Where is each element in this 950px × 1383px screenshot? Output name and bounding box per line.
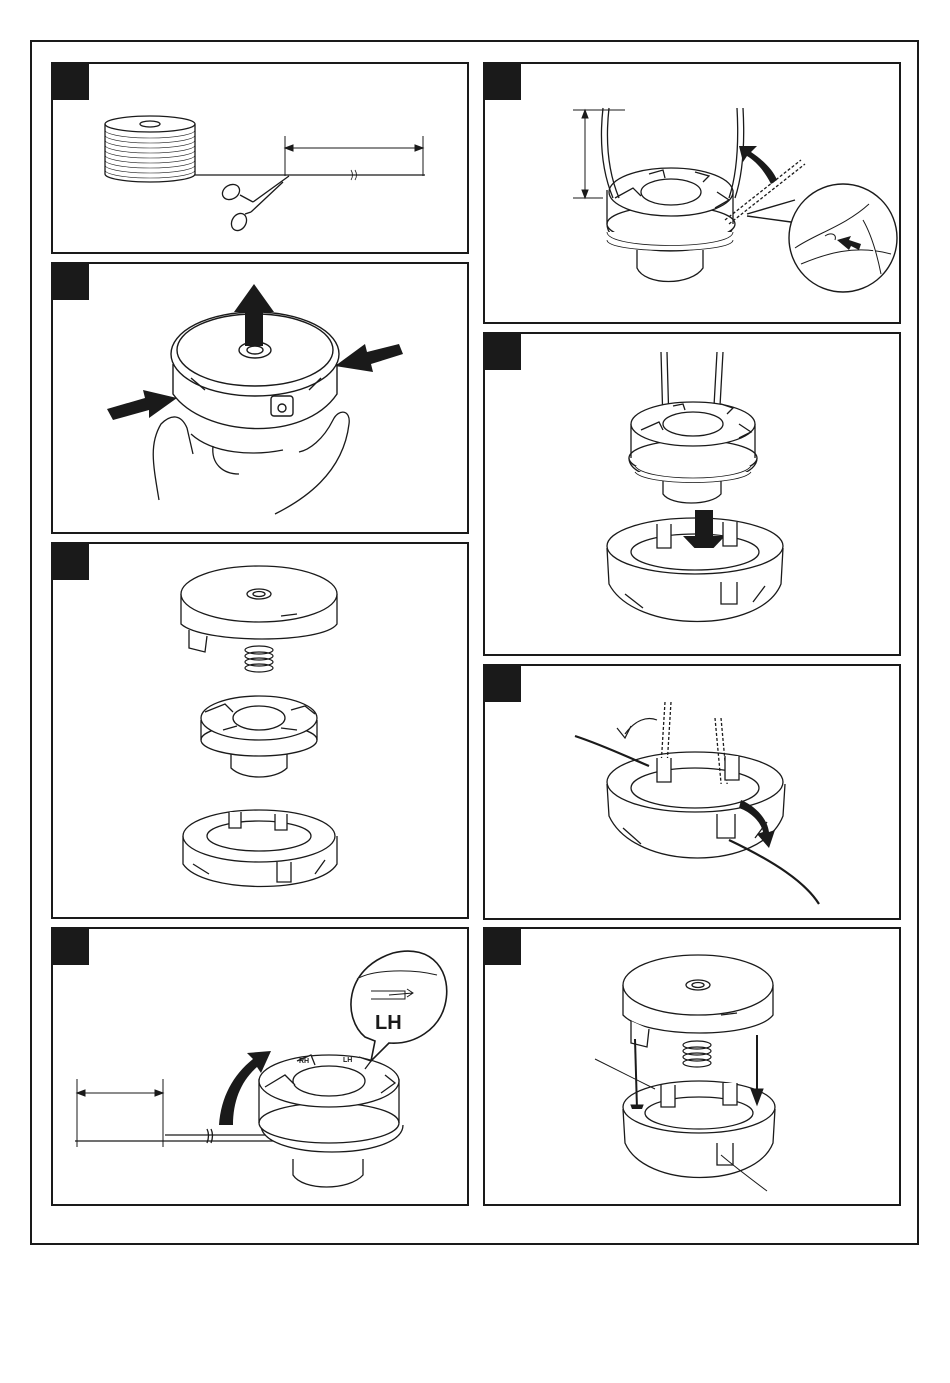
base-icon bbox=[607, 518, 783, 622]
panel-press-tabs bbox=[51, 262, 469, 534]
cut-line-illustration bbox=[53, 64, 469, 254]
panel-cut-line bbox=[51, 62, 469, 254]
spring-icon bbox=[245, 646, 273, 672]
spool-icon: RH LH bbox=[259, 1055, 403, 1187]
cover-icon bbox=[623, 955, 773, 1047]
spool-lh-label: LH bbox=[343, 1057, 352, 1064]
panel-thread-eyelets bbox=[483, 664, 901, 920]
length-dimension-icon bbox=[285, 136, 423, 180]
magnifier-callout-icon bbox=[747, 184, 897, 292]
panel-insert-spool bbox=[483, 332, 901, 656]
thread-eyelets-illustration bbox=[485, 666, 901, 920]
cover-icon bbox=[181, 566, 337, 652]
line-ends-illustration bbox=[485, 64, 901, 324]
pull-arrow-icon bbox=[617, 719, 657, 738]
reassemble-illustration bbox=[485, 929, 901, 1206]
callout-icon: LH bbox=[351, 951, 447, 1061]
callout-lh-label: LH bbox=[375, 1012, 402, 1034]
base-icon bbox=[607, 752, 785, 858]
spool-icon bbox=[607, 168, 735, 282]
line-spool-icon bbox=[105, 116, 195, 182]
panel-exploded-view bbox=[51, 542, 469, 919]
base-icon bbox=[623, 1081, 775, 1178]
press-tabs-illustration bbox=[53, 264, 469, 534]
arrow-down-icon bbox=[631, 1035, 763, 1121]
spring-icon bbox=[683, 1041, 711, 1067]
insert-spool-illustration bbox=[485, 334, 901, 656]
spool-icon bbox=[629, 402, 757, 503]
panel-reassemble bbox=[483, 927, 901, 1206]
scissors-icon bbox=[220, 176, 289, 233]
wind-line-illustration: RH LH LH bbox=[53, 929, 469, 1206]
length-dimension-icon bbox=[77, 1079, 163, 1147]
panel-line-ends bbox=[483, 62, 901, 324]
spool-rh-label: RH bbox=[299, 1058, 309, 1065]
exploded-view-illustration bbox=[53, 544, 469, 919]
spool-icon bbox=[201, 696, 317, 777]
rotate-arrow-icon bbox=[739, 146, 777, 184]
base-icon bbox=[183, 810, 337, 887]
panel-wind-line: RH LH LH bbox=[51, 927, 469, 1206]
